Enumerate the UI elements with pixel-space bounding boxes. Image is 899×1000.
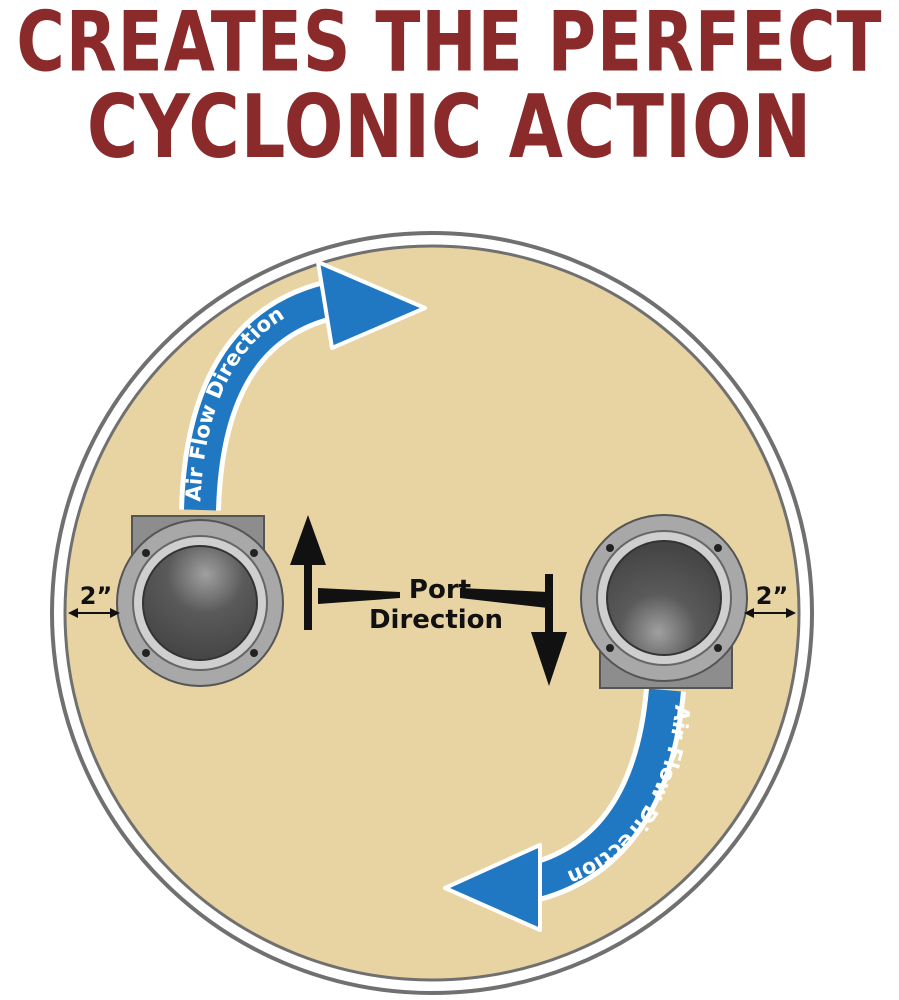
clearance-left-label: 2” (80, 582, 112, 610)
headline-line-2: CYCLONIC ACTION (86, 75, 813, 179)
clearance-right: 2” (744, 582, 796, 618)
port-direction-arrows: Port Direction (290, 515, 567, 686)
clearance-left: 2” (68, 582, 120, 618)
port-direction-label-line2: Direction (369, 605, 503, 635)
port-direction-label-line1: Port (409, 575, 471, 605)
clearance-right-label: 2” (756, 582, 788, 610)
air-flow-arrow-top: Air Flow Direction (179, 260, 427, 511)
port-right (580, 514, 748, 689)
headline-line-1: CREATES THE PERFECT (16, 0, 883, 91)
port-left (116, 515, 284, 687)
